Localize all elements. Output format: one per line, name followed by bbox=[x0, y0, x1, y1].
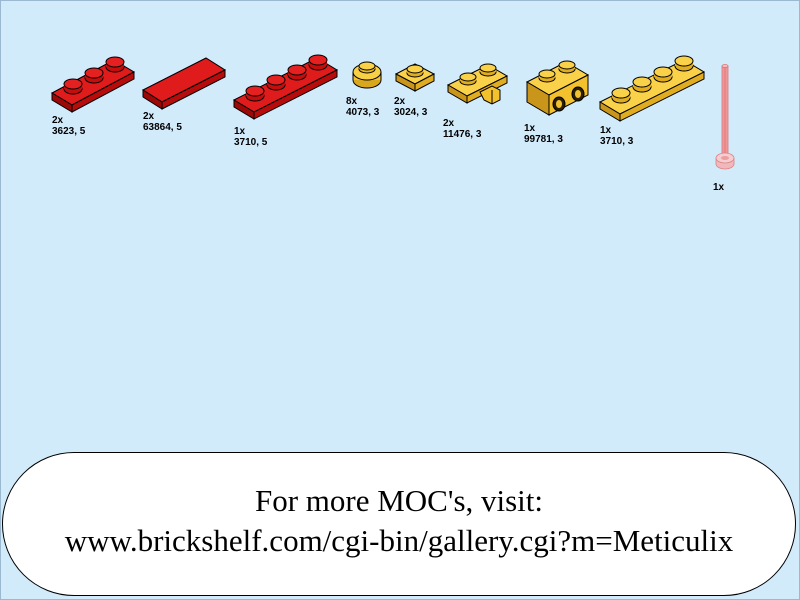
part-code: 3024, 3 bbox=[394, 107, 428, 118]
part-qty: 2x bbox=[394, 96, 406, 107]
part-code: 4073, 3 bbox=[346, 107, 380, 118]
red-plate-1x4-icon bbox=[232, 54, 339, 120]
yellow-plate-1x4-icon bbox=[598, 55, 706, 122]
footer-callout: For more MOC's, visit: www.brickshelf.co… bbox=[2, 452, 796, 596]
yellow-round-plate-icon bbox=[352, 61, 382, 89]
part-label: 2x 63864, 5 bbox=[143, 111, 182, 133]
part-label: 2x 3024, 3 bbox=[394, 96, 427, 118]
part-code: 99781, 3 bbox=[524, 134, 563, 145]
part-qty: 2x bbox=[443, 118, 455, 129]
yellow-bracket-icon bbox=[525, 60, 590, 116]
part-label: 1x 99781, 3 bbox=[524, 123, 563, 145]
part-label: 2x 3623, 5 bbox=[52, 115, 85, 137]
yellow-plate-clip-icon bbox=[446, 63, 509, 105]
part-code: 3623, 5 bbox=[52, 126, 86, 137]
red-plate-1x3-icon bbox=[50, 56, 136, 113]
part-qty: 2x bbox=[143, 111, 155, 122]
part-label: 8x 4073, 3 bbox=[346, 96, 379, 118]
yellow-plate-1x1-icon bbox=[394, 63, 436, 92]
part-code: 11476, 3 bbox=[443, 129, 482, 140]
part-qty: 1x bbox=[234, 126, 246, 137]
part-label: 1x bbox=[713, 182, 724, 193]
footer-gallery-link[interactable]: www.brickshelf.com/cgi-bin/gallery.cgi?m… bbox=[64, 523, 734, 558]
part-qty: 1x bbox=[524, 123, 536, 134]
trans-red-bar-icon bbox=[715, 64, 735, 170]
part-qty: 2x bbox=[52, 115, 64, 126]
part-label: 2x 11476, 3 bbox=[443, 118, 481, 140]
part-code: 3710, 5 bbox=[234, 137, 268, 148]
part-qty: 8x bbox=[346, 96, 358, 107]
part-label: 1x 3710, 5 bbox=[234, 126, 267, 148]
red-tile-1x3-icon bbox=[141, 57, 227, 110]
part-code: 3710, 3 bbox=[600, 136, 634, 147]
part-qty: 1x bbox=[713, 182, 725, 193]
part-label: 1x 3710, 3 bbox=[600, 125, 633, 147]
part-code: 63864, 5 bbox=[143, 122, 182, 133]
part-qty: 1x bbox=[600, 125, 612, 136]
footer-visit-text: For more MOC's, visit: bbox=[254, 483, 544, 518]
